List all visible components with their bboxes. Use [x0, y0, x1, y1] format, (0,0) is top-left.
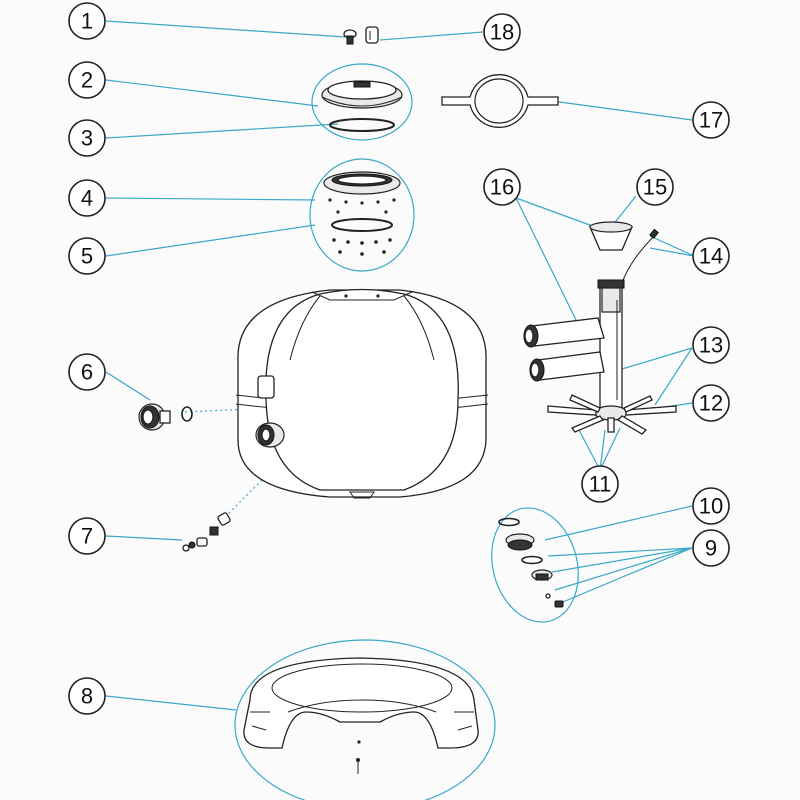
callout-5: 5 [68, 237, 106, 275]
svg-text:17: 17 [699, 108, 723, 133]
svg-text:18: 18 [490, 20, 514, 45]
callout-15: 15 [636, 168, 674, 206]
callout-6: 6 [68, 353, 106, 391]
svg-text:9: 9 [705, 536, 717, 561]
callout-4: 4 [68, 179, 106, 217]
part-6-union-fitting [138, 403, 193, 431]
part-15-diffuser [589, 221, 633, 251]
flange-bolts-lower [332, 238, 392, 256]
part-10-9-valve-kit [498, 517, 564, 608]
part-16-collector-pipes [523, 279, 625, 414]
svg-text:8: 8 [81, 684, 93, 709]
svg-text:14: 14 [699, 244, 723, 269]
callout-7: 7 [68, 517, 106, 555]
filter-tank [235, 288, 489, 499]
svg-text:10: 10 [699, 494, 723, 519]
svg-text:5: 5 [81, 244, 93, 269]
callout-16: 16 [483, 168, 521, 206]
part-7-drain-set [182, 512, 231, 552]
leader-lines [105, 20, 695, 711]
part-18-gauge-plug [365, 26, 379, 44]
highlight-lid [311, 63, 413, 141]
callout-18: 18 [483, 13, 521, 51]
part-3-o-ring [329, 118, 395, 132]
svg-text:4: 4 [81, 186, 93, 211]
highlight-valve-kit [491, 507, 579, 623]
flange-bolts-upper [328, 198, 396, 214]
part-2-lid [321, 80, 403, 109]
part-8-tank-base [243, 657, 479, 774]
svg-text:2: 2 [81, 68, 93, 93]
callout-1: 1 [68, 2, 106, 40]
callout-9: 9 [692, 529, 730, 567]
svg-text:6: 6 [81, 360, 93, 385]
callout-12: 12 [692, 384, 730, 422]
part-11-laterals [547, 394, 677, 435]
svg-text:16: 16 [490, 175, 514, 200]
callout-17: 17 [692, 101, 730, 139]
part-17-wrench [441, 74, 559, 128]
part-5-o-ring [331, 218, 393, 232]
callout-10: 10 [692, 487, 730, 525]
svg-text:11: 11 [589, 472, 612, 497]
callout-8: 8 [68, 677, 106, 715]
callout-11: 11 [581, 465, 619, 503]
svg-text:13: 13 [699, 333, 723, 358]
svg-text:12: 12 [699, 391, 723, 416]
highlight-flange [309, 158, 415, 272]
callout-3: 3 [68, 119, 106, 157]
part-4-flange-ring [323, 171, 401, 195]
svg-text:7: 7 [81, 524, 93, 549]
highlight-base [234, 639, 496, 800]
part-1-screw [343, 29, 357, 45]
part-14-air-bleed-tube [621, 228, 659, 284]
callout-13: 13 [692, 326, 730, 364]
svg-text:3: 3 [81, 126, 93, 151]
svg-text:1: 1 [81, 9, 93, 34]
svg-text:15: 15 [643, 175, 667, 200]
callout-2: 2 [68, 61, 106, 99]
callout-14: 14 [692, 237, 730, 275]
tank-side-port [255, 422, 285, 448]
